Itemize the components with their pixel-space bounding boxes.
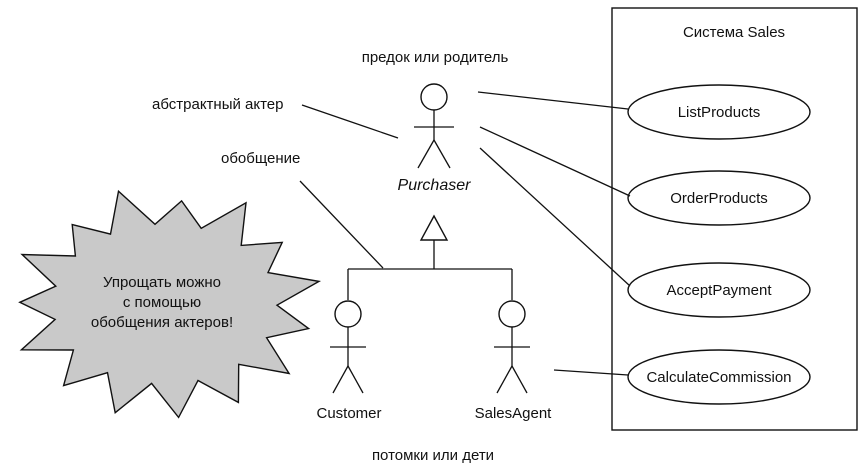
callout-line-1: Упрощать можно <box>103 274 221 291</box>
use-case-label: ListProducts <box>678 104 761 121</box>
use-case-label: AcceptPayment <box>666 282 772 299</box>
callout-line-2: с помощью <box>123 294 201 311</box>
association-purchaser-list-products <box>477 91 629 110</box>
use-case-calculate-commission: CalculateCommission <box>627 349 811 405</box>
actor-purchaser <box>414 83 454 169</box>
use-case-order-products: OrderProducts <box>627 170 811 226</box>
annotation-parent: предок или родитель <box>362 49 509 66</box>
annotation-abstract-actor: абстрактный актер <box>152 96 284 113</box>
actor-sales-agent-label: SalesAgent <box>475 405 553 422</box>
association-purchaser-order-products <box>479 126 631 197</box>
callout-starburst: Упрощать можно с помощью обобщения актер… <box>18 189 322 419</box>
annotation-abstract-actor-pointer <box>301 104 399 139</box>
system-title: Система Sales <box>683 24 785 41</box>
use-case-label: CalculateCommission <box>646 369 791 386</box>
association-salesagent-calculate-commission <box>553 369 629 376</box>
annotation-generalization-pointer <box>299 180 384 269</box>
association-purchaser-accept-payment <box>479 147 631 287</box>
use-case-accept-payment: AcceptPayment <box>627 262 811 318</box>
use-case-label: OrderProducts <box>670 190 768 207</box>
generalization-arrowhead <box>419 214 449 241</box>
actor-purchaser-label: Purchaser <box>398 177 472 194</box>
annotation-descendants: потомки или дети <box>372 447 494 464</box>
actor-customer-label: Customer <box>316 405 381 422</box>
annotation-generalization: обобщение <box>221 150 300 167</box>
use-case-list-products: ListProducts <box>627 84 811 140</box>
actor-customer <box>330 300 366 394</box>
actor-sales-agent <box>494 300 530 394</box>
callout-line-3: обобщения актеров! <box>91 314 233 331</box>
